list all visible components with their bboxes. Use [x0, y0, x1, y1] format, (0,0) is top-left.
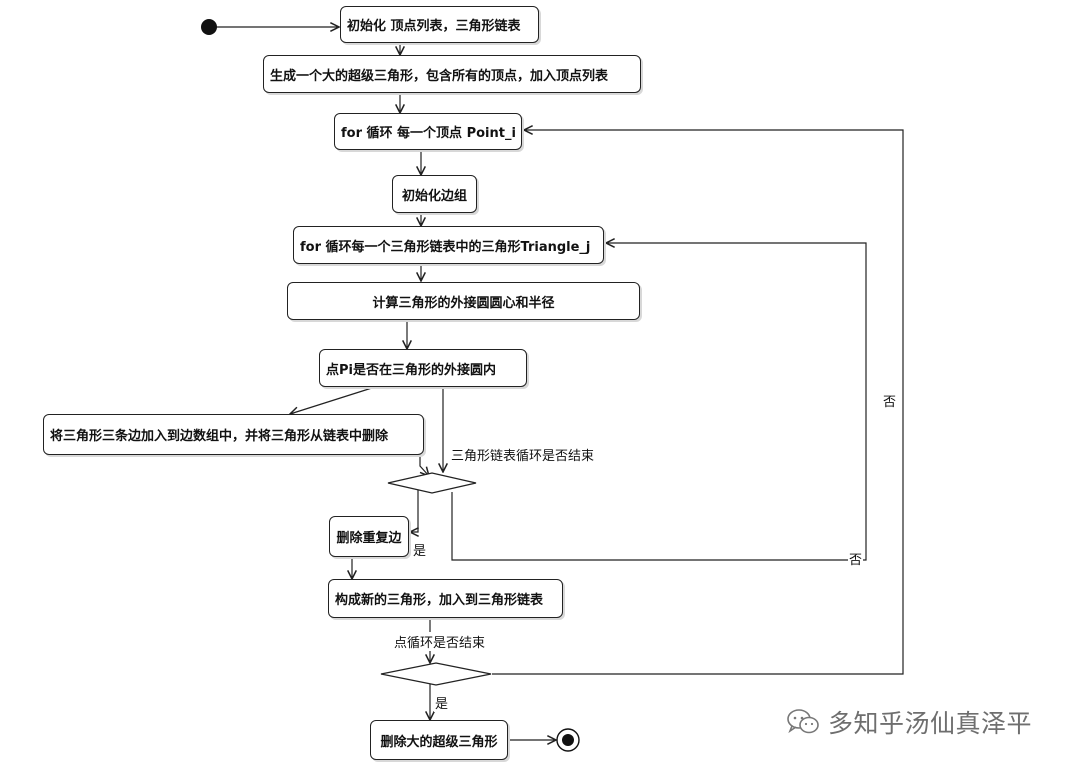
- node-new-triangles-label: 构成新的三角形，加入到三角形链表: [335, 593, 544, 608]
- label-triangle-loop-end: 三角形链表循环是否结束: [450, 445, 596, 464]
- watermark-text: 多知乎汤仙真泽平: [828, 709, 1033, 738]
- node-delete-duplicates-label: 删除重复边: [336, 531, 402, 546]
- node-for-points: for 循环 每一个顶点 Point_i: [334, 113, 522, 150]
- node-add-edges-label: 将三角形三条边加入到边数组中，并将三角形从链表中删除: [50, 429, 389, 444]
- node-super-triangle: 生成一个大的超级三角形，包含所有的顶点，加入顶点列表: [263, 55, 641, 93]
- watermark: 多知乎汤仙真泽平: [786, 700, 1066, 744]
- node-delete-duplicates: 删除重复边: [329, 516, 409, 557]
- node-in-circle-label: 点Pi是否在三角形的外接圆内: [326, 362, 496, 378]
- label-no-inner: 否: [848, 549, 864, 568]
- node-delete-super: 删除大的超级三角形: [370, 720, 508, 760]
- decision-point-loop: [380, 662, 492, 686]
- node-circumcircle: 计算三角形的外接圆圆心和半径: [287, 282, 640, 320]
- wechat-icon: [787, 709, 819, 734]
- node-in-circle: 点Pi是否在三角形的外接圆内: [319, 349, 527, 387]
- node-init-label: 初始化 顶点列表，三角形链表: [347, 19, 521, 34]
- edge-diamond1-deletedup: [410, 490, 418, 532]
- node-super-triangle-label: 生成一个大的超级三角形，包含所有的顶点，加入顶点列表: [270, 68, 609, 84]
- node-new-triangles: 构成新的三角形，加入到三角形链表: [328, 579, 563, 618]
- label-point-loop-end: 点循环是否结束: [393, 632, 487, 651]
- node-for-points-label: for 循环 每一个顶点 Point_i: [341, 126, 516, 141]
- label-yes-inner: 是: [412, 540, 428, 559]
- label-no-outer: 否: [882, 391, 898, 410]
- node-init: 初始化 顶点列表，三角形链表: [340, 6, 539, 43]
- edge-addedges-diamond1: [419, 455, 429, 476]
- edge-incircle-addedges: [290, 386, 376, 414]
- node-for-triangles-label: for 循环每一个三角形链表中的三角形Triangle_j: [300, 239, 591, 255]
- end-node-dot: [562, 734, 574, 746]
- node-init-edges-label: 初始化边组: [401, 188, 467, 204]
- label-yes-outer: 是: [434, 693, 450, 712]
- node-for-triangles: for 循环每一个三角形链表中的三角形Triangle_j: [293, 226, 604, 264]
- decision-triangle-loop: [387, 472, 477, 494]
- node-circumcircle-label: 计算三角形的外接圆圆心和半径: [372, 295, 555, 311]
- node-add-edges: 将三角形三条边加入到边数组中，并将三角形从链表中删除: [43, 414, 424, 455]
- edge-diamond2-forpoints: [492, 130, 904, 675]
- edge-diamond1-fortri: [451, 243, 867, 561]
- node-delete-super-label: 删除大的超级三角形: [380, 734, 498, 750]
- start-node: [201, 19, 217, 35]
- node-init-edges: 初始化边组: [392, 175, 477, 213]
